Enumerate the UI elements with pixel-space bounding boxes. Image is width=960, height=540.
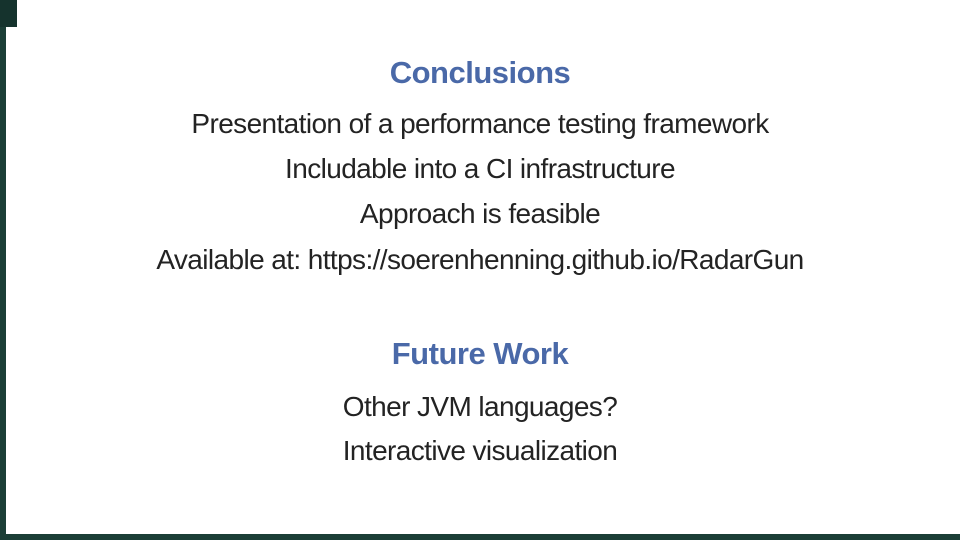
future-work-line-visualization: Interactive visualization [342, 435, 618, 466]
conclusion-line-feasible: Approach is feasible [359, 198, 601, 229]
conclusions-heading: Conclusions [389, 55, 571, 90]
frame-left-bar [0, 0, 6, 540]
conclusion-line-framework: Presentation of a performance testing fr… [191, 108, 769, 139]
frame-corner-tab [0, 0, 17, 27]
frame-bottom-bar [0, 534, 960, 540]
future-work-line-jvm: Other JVM languages? [342, 391, 618, 422]
future-work-heading: Future Work [391, 336, 569, 371]
conclusion-line-url: Available at: https://soerenhenning.gith… [156, 244, 804, 275]
conclusion-line-ci: Includable into a CI infrastructure [285, 153, 675, 184]
